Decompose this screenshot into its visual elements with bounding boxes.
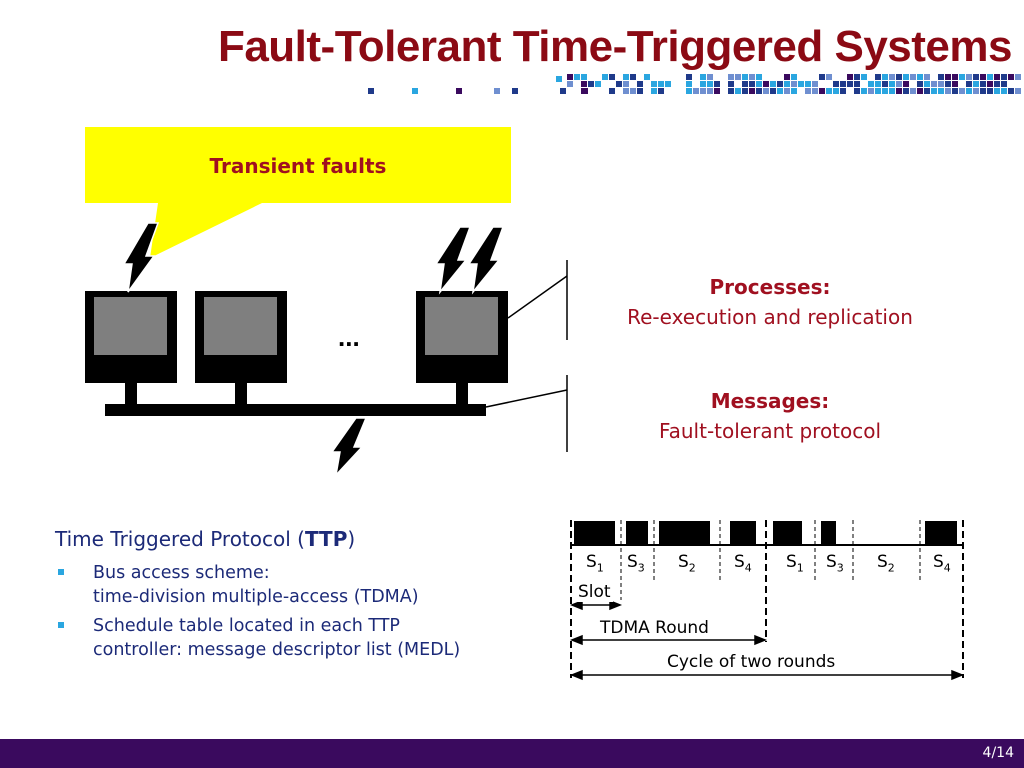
frame-s4 — [925, 521, 957, 545]
bullet-item: Bus access scheme: time-division multipl… — [93, 563, 419, 607]
messages-label: Messages: Fault-tolerant protocol — [605, 386, 935, 446]
slot-label: S3 — [627, 552, 645, 575]
slot-caption: Slot — [576, 582, 613, 602]
frame-s3 — [626, 521, 648, 545]
tdma-round-caption: TDMA Round — [598, 618, 711, 638]
bus-line — [105, 404, 486, 416]
frame-s4 — [730, 521, 756, 545]
lightning-bolt-icon — [467, 226, 505, 295]
slot-label: S3 — [826, 552, 844, 575]
bracket-line — [485, 389, 568, 408]
slot-label: S4 — [734, 552, 752, 575]
lightning-bolt-icon — [330, 417, 368, 478]
frame-s1 — [574, 521, 615, 545]
messages-heading: Messages: — [710, 389, 830, 413]
ellipsis: ... — [338, 322, 360, 352]
processes-heading: Processes: — [709, 275, 831, 299]
computer-node-icon — [416, 291, 508, 405]
processes-text: Re-execution and replication — [627, 305, 913, 329]
callout-bubble — [85, 127, 511, 258]
computer-node-icon — [85, 291, 177, 405]
footer-bar — [0, 739, 1024, 768]
messages-text: Fault-tolerant protocol — [658, 419, 882, 443]
network-diagram — [85, 127, 568, 478]
cycle-caption: Cycle of two rounds — [665, 652, 838, 672]
slot-label: S1 — [586, 552, 604, 575]
computer-node-icon — [195, 291, 287, 405]
slide-title: Fault-Tolerant Time-Triggered Systems — [217, 22, 1013, 71]
processes-label: Processes: Re-execution and replication — [605, 272, 935, 332]
ttp-heading: Time Triggered Protocol (TTP) — [55, 527, 356, 551]
lightning-bolt-icon — [122, 222, 160, 293]
page-number: 4/14 — [982, 745, 1014, 761]
frame-s2 — [659, 521, 710, 545]
slot-label: S2 — [678, 552, 696, 575]
bullet-marker — [58, 569, 64, 575]
lightning-bolt-icon — [434, 226, 472, 295]
bracket-line — [507, 275, 568, 319]
frame-s1 — [773, 521, 802, 545]
frame-s3 — [821, 521, 836, 545]
decorative-squares — [368, 74, 1021, 94]
bullet-item: Schedule table located in each TTP contr… — [93, 616, 461, 660]
slot-label: S4 — [933, 552, 951, 575]
bullet-marker — [58, 622, 64, 628]
slot-label: S2 — [877, 552, 895, 575]
slot-label: S1 — [786, 552, 804, 575]
callout-text: Transient faults — [209, 154, 387, 178]
tdma-diagram: S1 S3 S2 S4 S1 S3 S2 S4 Slot TDMA Round … — [560, 510, 980, 690]
